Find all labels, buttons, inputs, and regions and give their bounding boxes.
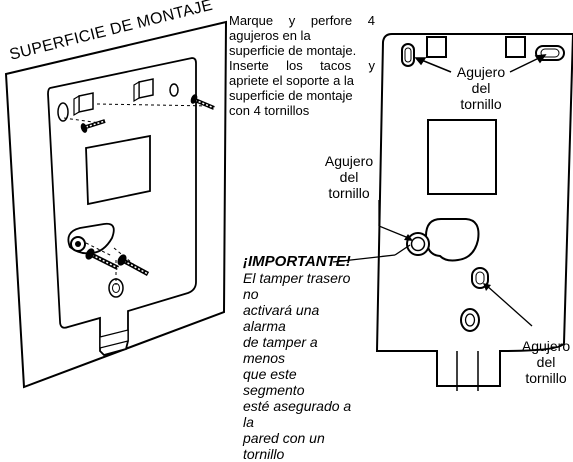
label-screw-hole-top: Agujero del tornillo [456, 64, 506, 112]
label-screw-hole-bottom: Agujero del tornillo [521, 338, 571, 386]
screw-bottom-left [85, 248, 120, 271]
screw-top-left [80, 119, 106, 133]
instruction-line: agujeros en la [229, 28, 311, 43]
important-title: ¡IMPORTANTE! [243, 253, 351, 270]
front-window [427, 119, 497, 195]
mounting-illustration [4, 20, 228, 389]
bracket-front-view [332, 33, 573, 391]
front-tamper-right [505, 36, 526, 58]
bracket-window [85, 134, 151, 206]
screw-bottom-right [117, 254, 150, 276]
top-label-arrows [414, 54, 547, 73]
label-screw-hole-middle: Agujero del tornillo [324, 153, 374, 201]
instruction-line: superficie de montaje [229, 88, 353, 103]
screw-top-right [190, 94, 215, 110]
instruction-line: Marque y perfore 4 [229, 13, 375, 28]
front-tamper-left [426, 36, 447, 58]
bracket-slot-hole-right [169, 83, 179, 97]
front-keyhole [424, 218, 480, 262]
instruction-line: superficie de montaje. [229, 43, 357, 58]
instruction-line: Inserte los tacos y [229, 58, 375, 73]
front-bracket-plate [375, 33, 573, 387]
instruction-line: con 4 tornillos [229, 103, 310, 118]
important-body: El tamper trasero no activará una alarma… [243, 270, 352, 462]
bracket-slot-hole-left [57, 102, 69, 122]
instruction-line: apriete el soporte a la [229, 73, 355, 88]
